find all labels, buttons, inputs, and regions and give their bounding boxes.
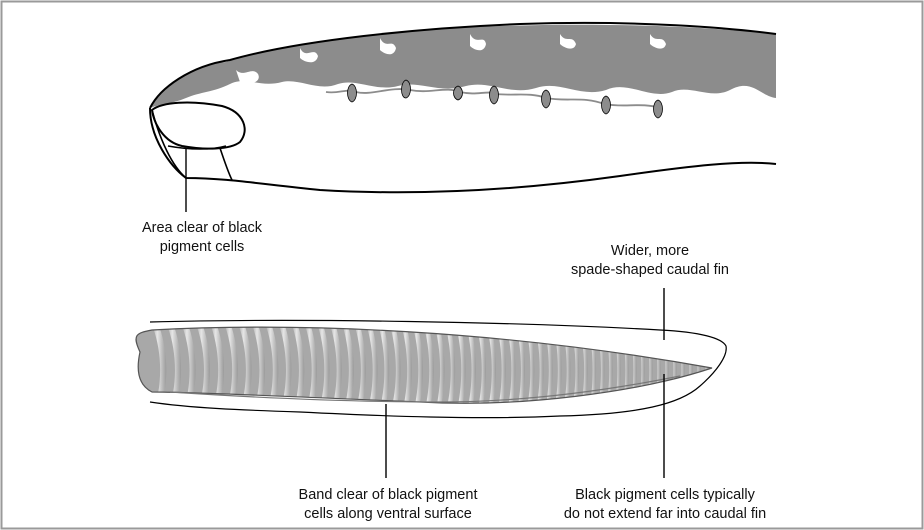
- label-caudal-fin-line1: Wider, more: [520, 242, 780, 261]
- larva-head-illustration: [150, 23, 776, 212]
- label-ventral-band-line2: cells along ventral surface: [248, 505, 528, 524]
- label-caudal-pigment-line1: Black pigment cells typically: [520, 486, 810, 505]
- label-head-clear-area: Area clear of black pigment cells: [112, 219, 292, 257]
- label-ventral-band-line1: Band clear of black pigment: [248, 486, 528, 505]
- label-head-clear-line2: pigment cells: [112, 238, 292, 257]
- larva-tail-illustration: [120, 288, 740, 478]
- snout-clear-area: [152, 103, 245, 149]
- dorsal-pigment-area: [150, 25, 776, 108]
- label-caudal-fin-line2: spade-shaped caudal fin: [520, 261, 780, 280]
- label-caudal-pigment: Black pigment cells typically do not ext…: [520, 486, 810, 524]
- label-caudal-fin: Wider, more spade-shaped caudal fin: [520, 242, 780, 280]
- ventral-outline: [150, 108, 776, 192]
- label-head-clear-line1: Area clear of black: [112, 219, 292, 238]
- label-caudal-pigment-line2: do not extend far into caudal fin: [520, 505, 810, 524]
- label-ventral-band: Band clear of black pigment cells along …: [248, 486, 528, 524]
